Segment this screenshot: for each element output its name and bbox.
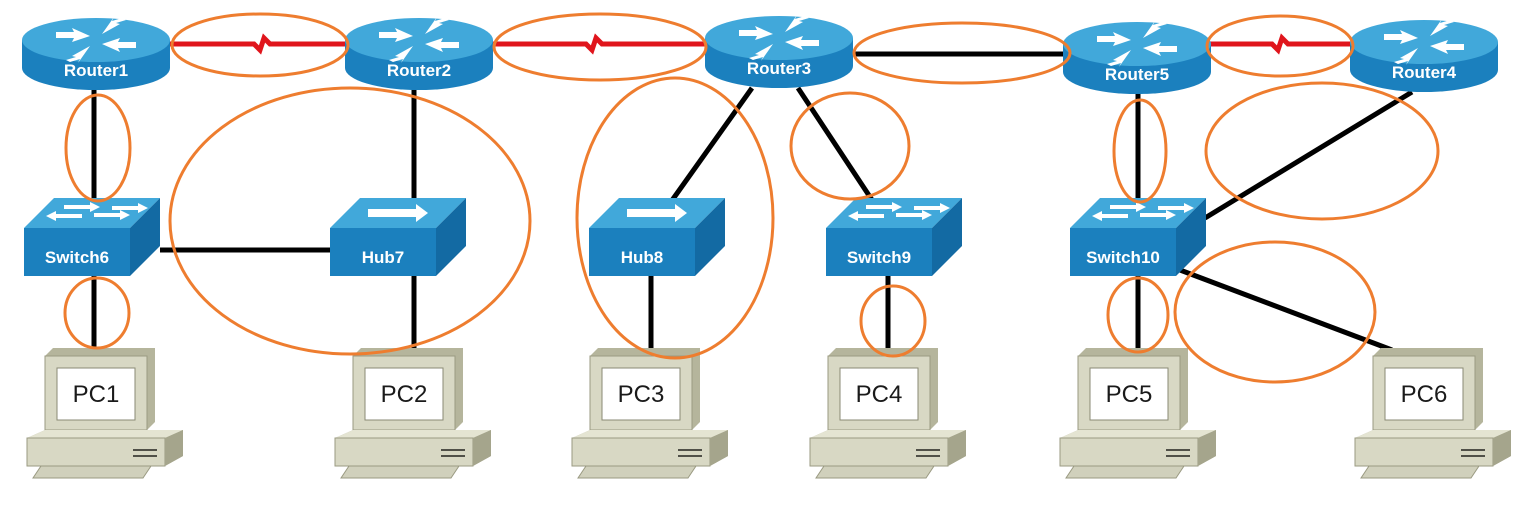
hub8[interactable]: Hub8 <box>589 198 725 276</box>
pc2-label: PC2 <box>381 381 428 408</box>
pc-icon <box>1354 347 1512 479</box>
pc2[interactable]: PC2 <box>334 347 492 479</box>
collision-domain-hub8 <box>575 76 775 360</box>
pc3-label: PC3 <box>618 381 665 408</box>
link-router2-router3 <box>490 33 708 55</box>
link-router3-hub8 <box>665 86 755 208</box>
hub8-label: Hub8 <box>621 248 664 267</box>
switch10[interactable]: Switch10 <box>1070 198 1206 276</box>
link-router5-router4 <box>1206 33 1354 55</box>
pc3[interactable]: PC3 <box>571 347 729 479</box>
pc-icon <box>334 347 492 479</box>
pc4-label: PC4 <box>856 381 903 408</box>
collision-domain-router2-router3 <box>492 12 708 82</box>
link-router1-router2 <box>170 33 348 55</box>
router5-label: Router5 <box>1105 65 1169 84</box>
pc-icon <box>1059 347 1217 479</box>
pc4[interactable]: PC4 <box>809 347 967 479</box>
ethernet-links <box>91 51 1414 353</box>
collision-domain-switch6-pc1 <box>63 276 131 350</box>
collision-domain-router1-router2 <box>170 12 350 78</box>
switch9[interactable]: Switch9 <box>826 198 962 276</box>
switch9-label: Switch9 <box>847 248 911 267</box>
collision-domain-router3-switch9 <box>789 91 911 201</box>
collision-domain-switch9-pc4 <box>859 284 927 358</box>
switch6-label: Switch6 <box>45 248 109 267</box>
switch10-label: Switch10 <box>1086 248 1160 267</box>
router4[interactable]: Router4 <box>1350 19 1498 92</box>
router2-label: Router2 <box>387 61 451 80</box>
collision-domain-hub7 <box>168 86 532 356</box>
router5[interactable]: Router5 <box>1063 21 1211 94</box>
serial-links <box>170 33 1354 55</box>
switch6[interactable]: Switch6 <box>24 198 160 276</box>
collision-domain-router3-router5 <box>852 21 1072 85</box>
collision-domain-router5-switch10 <box>1112 98 1168 204</box>
pc-icon <box>26 347 184 479</box>
link-switch10-router4 <box>1203 89 1414 221</box>
collision-domain-router1-switch6 <box>64 93 132 203</box>
collision-domain-switch10-pc6 <box>1173 240 1377 384</box>
collision-domain-switch10-pc5 <box>1106 276 1170 354</box>
link-switch10-pc6 <box>1179 267 1393 353</box>
collision-domain-switch10-router4 <box>1204 81 1440 221</box>
pc1-label: PC1 <box>73 381 120 408</box>
router3-label: Router3 <box>747 59 811 78</box>
pc-icon <box>809 347 967 479</box>
router1[interactable]: Router1 <box>22 17 170 90</box>
router3[interactable]: Router3 <box>705 15 853 88</box>
collision-domain-ellipses <box>63 12 1440 384</box>
pc6[interactable]: PC6 <box>1354 347 1512 479</box>
router2[interactable]: Router2 <box>345 17 493 90</box>
pc5-label: PC5 <box>1106 381 1153 408</box>
hub7-label: Hub7 <box>362 248 405 267</box>
pc1[interactable]: PC1 <box>26 347 184 479</box>
pc-icon <box>571 347 729 479</box>
pc5[interactable]: PC5 <box>1059 347 1217 479</box>
hub7[interactable]: Hub7 <box>330 198 466 276</box>
router1-label: Router1 <box>64 61 128 80</box>
pc6-label: PC6 <box>1401 381 1448 408</box>
collision-domain-router5-router4 <box>1205 14 1355 78</box>
router4-label: Router4 <box>1392 63 1457 82</box>
